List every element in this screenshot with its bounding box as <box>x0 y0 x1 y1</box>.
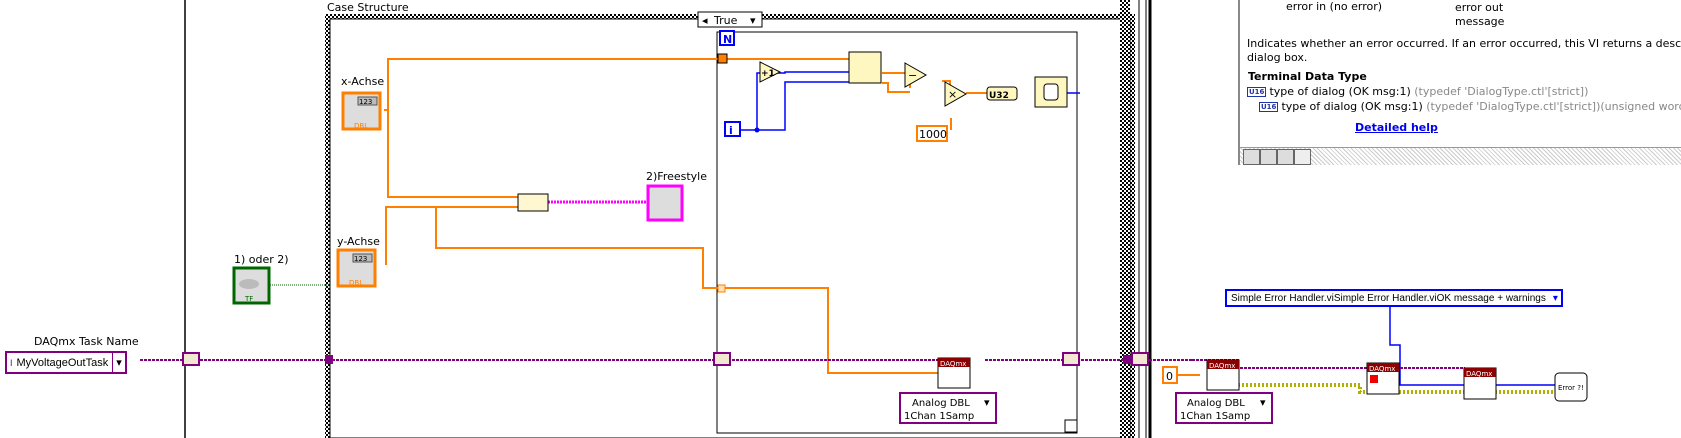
error-handler-enum-value: Simple Error Handler.viSimple Error Hand… <box>1231 292 1546 304</box>
svg-text:−: − <box>908 69 917 82</box>
help-description: Indicates whether an error occurred. If … <box>1247 37 1681 50</box>
task-name-label: DAQmx Task Name <box>34 335 139 348</box>
case-selector[interactable]: ◂ True ▾ <box>697 11 763 28</box>
case-prev-icon[interactable]: ◂ <box>702 14 708 27</box>
u16-badge-icon: U16 <box>1247 87 1267 97</box>
daqmx-write-node-in-loop[interactable]: DAQmx <box>937 357 971 389</box>
task-name-type-icon: I <box>10 357 13 368</box>
wait-ms-node[interactable] <box>1034 76 1068 108</box>
svg-text:DAQmx: DAQmx <box>940 360 966 368</box>
scroll-left-icon[interactable] <box>1294 149 1311 165</box>
index-array-node[interactable] <box>848 51 882 84</box>
dropdown-icon[interactable]: ▾ <box>984 396 990 409</box>
to-u32-node[interactable]: U32 <box>986 86 1018 101</box>
task-name-control[interactable]: I MyVoltageOutTask ▾ <box>5 351 127 374</box>
freestyle-graph-indicator[interactable] <box>646 184 684 222</box>
svg-text:+1: +1 <box>761 69 775 79</box>
simple-error-handler-node[interactable]: Error ?! <box>1554 372 1588 402</box>
svg-text:Analog DBL: Analog DBL <box>912 398 970 409</box>
y-axis-label: y-Achse <box>337 235 380 248</box>
svg-text:DAQmx: DAQmx <box>1209 362 1235 370</box>
svg-text:1000: 1000 <box>919 128 947 141</box>
dropdown-icon[interactable]: ▾ <box>112 353 125 372</box>
u16-badge-icon: U16 <box>1259 102 1279 112</box>
case-menu-icon[interactable]: ▾ <box>750 14 756 27</box>
task-name-value: MyVoltageOutTask <box>16 356 109 369</box>
tunnel <box>717 284 726 293</box>
svg-text:1Chan 1Samp: 1Chan 1Samp <box>904 411 974 422</box>
tunnel <box>717 53 728 64</box>
svg-text:0: 0 <box>1166 370 1173 383</box>
iteration-terminal <box>724 121 741 137</box>
svg-text:Analog DBL: Analog DBL <box>1187 398 1245 409</box>
freestyle-label: 2)Freestyle <box>646 170 707 183</box>
daqmx-stop-task-node[interactable]: DAQmx <box>1366 362 1400 395</box>
daqmx-clear-task-node[interactable]: DAQmx <box>1463 367 1497 400</box>
svg-text:123: 123 <box>354 255 367 263</box>
increment-node[interactable]: +1 <box>759 61 782 83</box>
dropdown-icon[interactable]: ▾ <box>1552 292 1558 304</box>
x-axis-label: x-Achse <box>341 75 384 88</box>
loop-count-label: N <box>723 33 732 46</box>
daqmx-write-node[interactable]: DAQmx <box>1206 359 1240 391</box>
svg-text:DAQmx: DAQmx <box>1369 365 1395 373</box>
constant-1000[interactable]: 1000 <box>916 125 948 142</box>
svg-text:DBL: DBL <box>349 279 363 287</box>
help-error-in: error in (no error) <box>1286 0 1383 13</box>
dropdown-icon[interactable]: ▾ <box>1260 396 1266 409</box>
svg-text:U32: U32 <box>989 91 1009 101</box>
help-error-out: error out <box>1455 1 1504 14</box>
svg-text:DAQmx: DAQmx <box>1466 370 1492 378</box>
error-handler-enum[interactable]: Simple Error Handler.viSimple Error Hand… <box>1225 289 1563 307</box>
case-structure-label: Case Structure <box>327 1 409 14</box>
help-message: message <box>1455 15 1505 28</box>
help-icon[interactable] <box>1277 149 1294 165</box>
y-axis-control[interactable]: 123 DBL <box>336 248 377 288</box>
lock-icon[interactable] <box>1260 149 1277 165</box>
write-polymorphic-selector-1[interactable]: Analog DBL 1Chan 1Samp ▾ <box>899 392 997 424</box>
svg-text:123: 123 <box>359 98 372 106</box>
svg-text:Error ?!: Error ?! <box>1558 384 1584 392</box>
iteration-label: i <box>729 124 733 137</box>
x-axis-control[interactable]: 123 DBL <box>341 91 382 131</box>
svg-text:1Chan 1Samp: 1Chan 1Samp <box>1180 411 1250 422</box>
help-toolbar <box>1240 147 1681 165</box>
help-section-title: Terminal Data Type <box>1248 70 1367 83</box>
mode-label: 1) oder 2) <box>234 253 289 266</box>
loop-count-terminal[interactable] <box>719 30 735 46</box>
svg-text:DBL: DBL <box>354 122 368 130</box>
outer-structure-edge <box>1120 0 1130 438</box>
context-help-window: error in (no error) error out message In… <box>1238 0 1681 165</box>
bundle-node[interactable] <box>517 193 549 212</box>
constant-0[interactable]: 0 <box>1162 366 1178 384</box>
case-selector-value: True <box>713 14 738 27</box>
multiply-node[interactable]: × <box>944 81 968 107</box>
subtract-node[interactable]: − <box>904 62 928 88</box>
svg-text:×: × <box>948 88 957 101</box>
shift-registers[interactable] <box>182 352 1149 366</box>
detailed-help-link[interactable]: Detailed help <box>1355 121 1438 134</box>
write-polymorphic-selector-2[interactable]: Analog DBL 1Chan 1Samp ▾ <box>1175 392 1273 424</box>
mode-boolean-control[interactable]: TF <box>232 266 271 305</box>
svg-text:TF: TF <box>244 295 253 303</box>
show-optional-terminals-icon[interactable] <box>1243 149 1260 165</box>
